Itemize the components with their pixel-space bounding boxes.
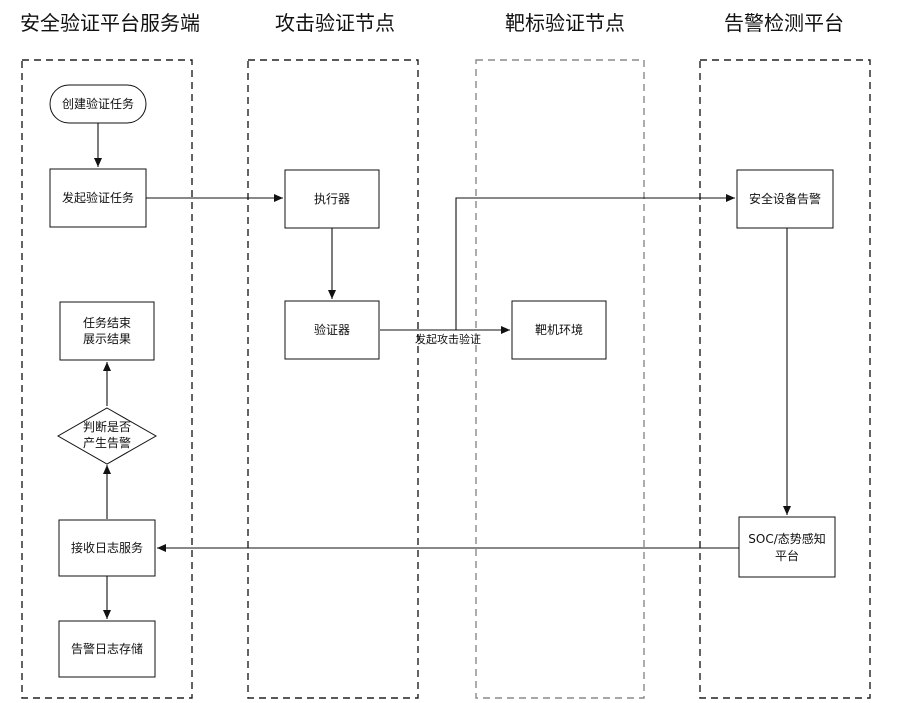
node-target-env: 靶机环境 bbox=[511, 300, 607, 360]
lane-attack bbox=[247, 59, 419, 699]
node-receive-log-label: 接收日志服务 bbox=[71, 540, 143, 555]
node-task-end-line2: 展示结果 bbox=[83, 332, 131, 346]
node-device-alert: 安全设备告警 bbox=[736, 169, 834, 229]
lane-title-alert: 告警检测平台 bbox=[724, 11, 844, 35]
lane-alert bbox=[699, 59, 871, 699]
lane-title-target: 靶标验证节点 bbox=[505, 11, 625, 35]
edge-verifier-to-device-alert bbox=[455, 194, 735, 330]
lane-title-attack: 攻击验证节点 bbox=[275, 11, 395, 35]
node-soc: SOC/态势感知 平台 bbox=[738, 516, 836, 578]
lane-platform bbox=[21, 59, 193, 699]
node-verifier-label: 验证器 bbox=[314, 322, 350, 337]
node-store-log: 告警日志存储 bbox=[58, 620, 156, 678]
node-judge-alert-line2: 产生告警 bbox=[83, 435, 131, 450]
node-soc-line2: 平台 bbox=[775, 548, 799, 563]
edge-label-launch-attack: 发起攻击验证 bbox=[415, 332, 481, 346]
node-executor: 执行器 bbox=[284, 169, 380, 229]
node-create-task-label: 创建验证任务 bbox=[62, 96, 134, 111]
node-executor-label: 执行器 bbox=[314, 192, 350, 206]
lane-target bbox=[475, 59, 645, 699]
node-verifier: 验证器 bbox=[284, 300, 380, 360]
node-task-end: 任务结束 展示结果 bbox=[59, 301, 155, 361]
lane-title-platform: 安全验证平台服务端 bbox=[20, 11, 200, 35]
node-store-log-label: 告警日志存储 bbox=[71, 641, 143, 656]
node-device-alert-label: 安全设备告警 bbox=[749, 191, 821, 206]
node-task-end-line1: 任务结束 bbox=[83, 315, 131, 330]
node-launch-task: 发起验证任务 bbox=[49, 168, 147, 228]
node-soc-line1: SOC/态势感知 bbox=[748, 531, 826, 546]
node-launch-task-label: 发起验证任务 bbox=[62, 190, 134, 205]
node-judge-alert: 判断是否 产生告警 bbox=[56, 407, 158, 465]
node-create-task: 创建验证任务 bbox=[49, 84, 147, 124]
node-judge-alert-line1: 判断是否 bbox=[83, 419, 131, 434]
node-receive-log: 接收日志服务 bbox=[58, 519, 156, 577]
node-target-env-label: 靶机环境 bbox=[535, 322, 583, 337]
